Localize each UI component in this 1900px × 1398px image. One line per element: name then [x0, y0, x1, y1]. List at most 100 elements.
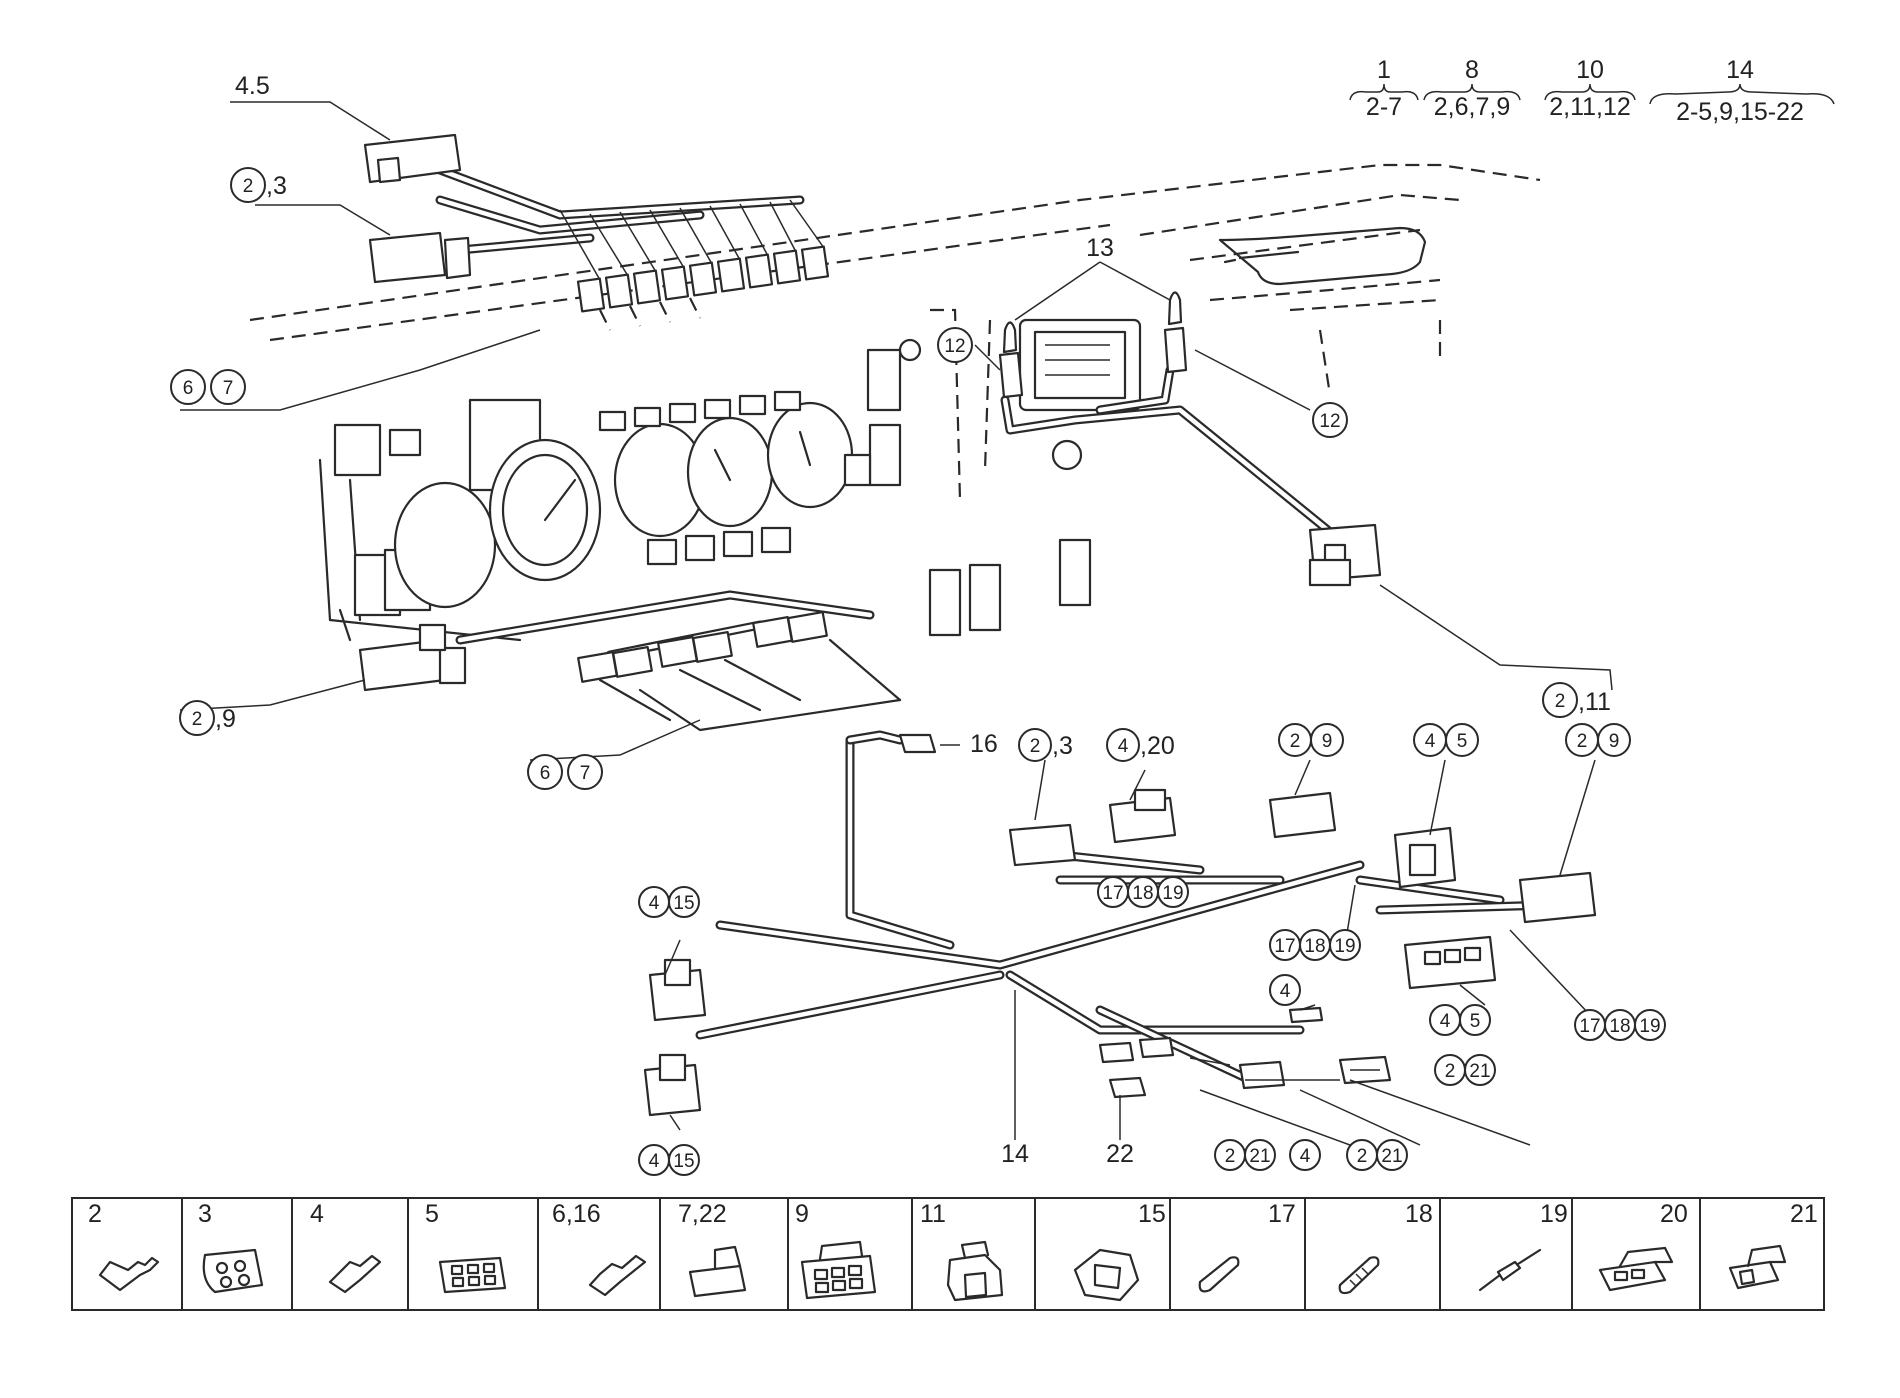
parts-label: 7,22	[678, 1200, 727, 1228]
callout-5: 5	[1470, 1011, 1481, 1032]
terminal-16	[898, 733, 937, 754]
bulb-holder	[1163, 326, 1188, 374]
callout-6-7-a: 6	[183, 378, 194, 399]
callout-17-18-19-mid: 17 18 19	[1269, 929, 1361, 961]
parts-cell-3: 3	[198, 1200, 264, 1294]
terminal-icon	[328, 1254, 382, 1294]
callout-19: 19	[1639, 1016, 1660, 1037]
bulb	[1002, 321, 1018, 354]
parts-table: 2 3 4 5	[71, 1197, 1825, 1311]
callout-2: 2	[1225, 1146, 1236, 1167]
connector-large-icon	[800, 1240, 877, 1300]
connector-2-3	[368, 231, 447, 284]
parts-cell-7-22: 7,22	[678, 1200, 747, 1298]
panel-switch	[868, 423, 902, 487]
parts-cell-17: 17	[1198, 1200, 1296, 1293]
lower-left-harness	[358, 590, 902, 732]
bulb	[1167, 291, 1183, 326]
callout-4-15-bottom: 4 15	[638, 1144, 700, 1176]
panel-knob	[1051, 439, 1083, 471]
connector-block-icon	[438, 1256, 507, 1294]
callout-2: 2	[1357, 1146, 1368, 1167]
callout-4: 4	[1440, 1011, 1451, 1032]
connector-double-icon	[1598, 1246, 1674, 1292]
right-harness	[998, 291, 1382, 587]
terminal-2-21-b	[1238, 1060, 1286, 1090]
callout-19: 19	[1162, 883, 1183, 904]
callout-2-21-bottom-1: 2 21	[1214, 1139, 1276, 1171]
callout-22: 22	[1106, 1140, 1134, 1168]
callout-18: 18	[1304, 936, 1325, 957]
callout-2-9-left-rest: ,9	[215, 705, 236, 733]
brace-number: 1	[1377, 56, 1391, 84]
console-switch	[928, 568, 962, 637]
callout-4: 4	[649, 893, 660, 914]
callout-14: 14	[1001, 1140, 1029, 1168]
callout-2-9-a: 2	[1290, 731, 1301, 752]
callout-4-20-rest: ,20	[1140, 732, 1175, 760]
warning-light	[633, 406, 662, 428]
callout-18: 18	[1132, 883, 1153, 904]
parts-label: 21	[1790, 1200, 1818, 1228]
connector-2-9-right	[1518, 871, 1597, 924]
gauge-fuel	[686, 416, 774, 528]
callout-2-9-b: 9	[1322, 731, 1333, 752]
connector-single-icon	[1728, 1244, 1787, 1290]
terminal-row	[576, 245, 830, 313]
parts-label: 11	[920, 1200, 946, 1228]
parts-cell-2: 2	[88, 1200, 160, 1292]
callout-2-9-right-b: 9	[1609, 731, 1620, 752]
gauge-tachometer	[393, 481, 497, 609]
parts-label: 4	[310, 1200, 324, 1228]
dashboard-outline	[249, 163, 1541, 642]
callout-2-11-circle: 2	[1555, 691, 1566, 712]
connector-2-9-mid	[1268, 791, 1337, 839]
callout-2: 2	[1445, 1061, 1456, 1082]
sleeve-icon	[1198, 1256, 1240, 1293]
panel-button	[722, 530, 754, 558]
warning-light	[668, 402, 697, 424]
parts-cell-9: 9	[795, 1200, 877, 1300]
callout-4-5-lower: 4 5	[1429, 1004, 1491, 1036]
callout-12-right: 12	[1319, 411, 1340, 432]
callout-6-7-b: 7	[223, 378, 234, 399]
brace-range: 2,6,7,9	[1434, 93, 1510, 121]
callout-6-7-bottom-b: 7	[580, 763, 591, 784]
callout-circle	[230, 167, 266, 203]
callout-4-bottom: 4	[1300, 1146, 1311, 1167]
callout-4-5-mid-a: 4	[1425, 731, 1436, 752]
callout-17-18-19-right: 17 18 19	[1574, 1009, 1666, 1041]
parts-label: 9	[795, 1200, 809, 1228]
callout-2-9-right-a: 2	[1577, 731, 1588, 752]
parts-cell-19: 19	[1478, 1200, 1568, 1292]
callout-4-15-top: 4 15	[638, 886, 700, 918]
parts-label: 20	[1660, 1200, 1688, 1228]
gauge-temp	[766, 401, 854, 509]
brace-number: 14	[1726, 56, 1754, 84]
callout-4-20-circle: 4	[1118, 736, 1129, 757]
parts-label: 2	[88, 1200, 102, 1228]
warning-light	[703, 398, 732, 420]
terminal-2-21-a	[1098, 1041, 1135, 1064]
callout-2-3-mid-circle: 2	[1030, 736, 1041, 757]
clip-22	[1108, 1076, 1147, 1099]
warning-light	[738, 394, 767, 416]
callout-2-11-rest: ,11	[1578, 688, 1611, 716]
panel-button	[646, 538, 678, 566]
brace-range: 2,11,12	[1549, 93, 1631, 121]
brace-range: 2-7	[1366, 93, 1402, 121]
terminal-long-icon	[588, 1254, 647, 1297]
panel-switch	[388, 428, 422, 457]
console-switch	[968, 563, 1002, 632]
callout-12-left: 12	[944, 336, 965, 357]
parts-label: 5	[425, 1200, 439, 1228]
callout-2-3-top-rest: ,3	[266, 172, 287, 200]
callout-15: 15	[673, 1151, 694, 1172]
parts-label: 19	[1540, 1200, 1568, 1228]
panel-button	[684, 534, 716, 562]
housing-icon	[946, 1240, 1004, 1302]
callout-2-9-left-circle: 2	[192, 709, 203, 730]
callout-6-7-bottom-a: 6	[540, 763, 551, 784]
instrument-cluster	[333, 318, 1142, 637]
